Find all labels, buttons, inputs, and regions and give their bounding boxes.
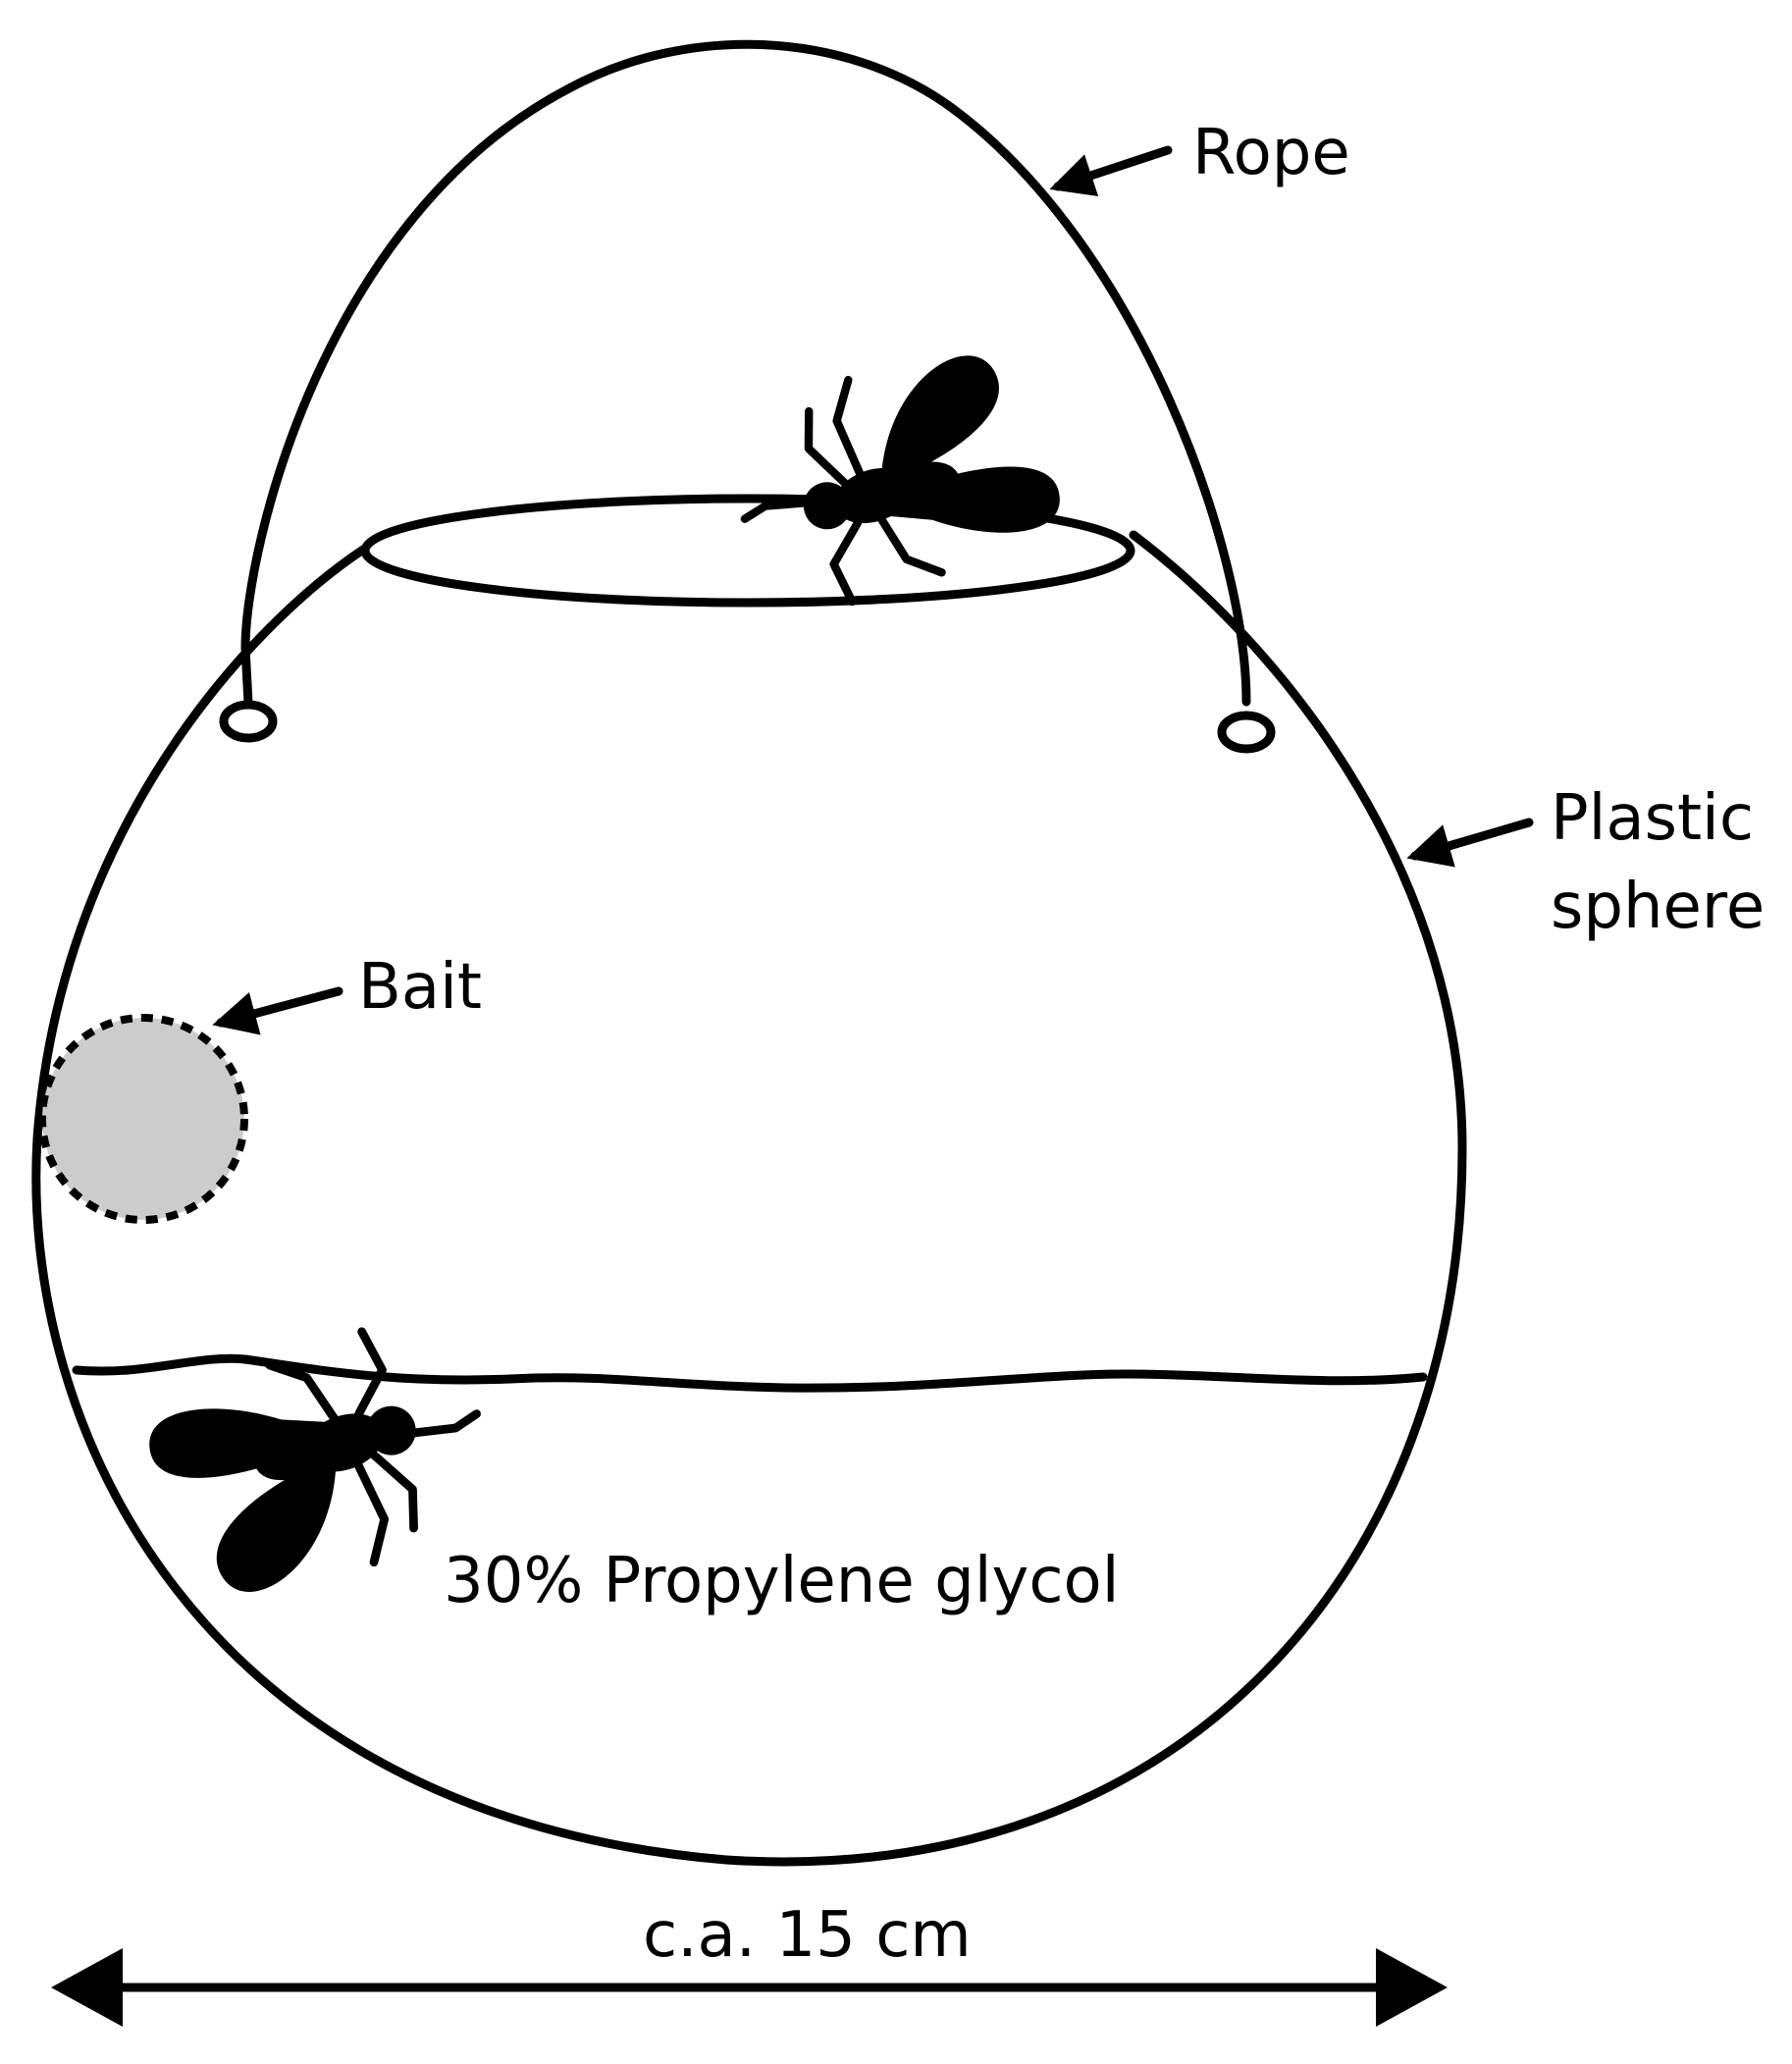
label-dimension: c.a. 15 cm xyxy=(643,1899,972,1972)
liquid-surface xyxy=(72,1353,1428,1393)
plastic-sphere-outline xyxy=(31,530,1467,1867)
label-liquid: 30% Propylene glycol xyxy=(444,1545,1119,1617)
arrow-icon xyxy=(212,986,343,1035)
label-plastic: Plastic xyxy=(1551,782,1754,855)
rope xyxy=(240,39,1251,707)
rope-loop-right xyxy=(1217,711,1276,754)
dimension-arrow-left xyxy=(51,1948,123,2027)
dimension-arrow-right xyxy=(1376,1948,1448,2027)
rope-end-left xyxy=(240,643,253,708)
trap-opening xyxy=(360,494,1135,608)
arrow-icon xyxy=(1406,818,1534,868)
label-sphere: sphere xyxy=(1551,871,1765,943)
fly-icon xyxy=(713,329,1071,625)
rope-loop-left xyxy=(219,700,278,743)
label-rope: Rope xyxy=(1192,117,1350,189)
arrow-icon xyxy=(1049,145,1173,197)
label-bait: Bait xyxy=(358,951,482,1024)
bait-ball xyxy=(38,1014,248,1224)
